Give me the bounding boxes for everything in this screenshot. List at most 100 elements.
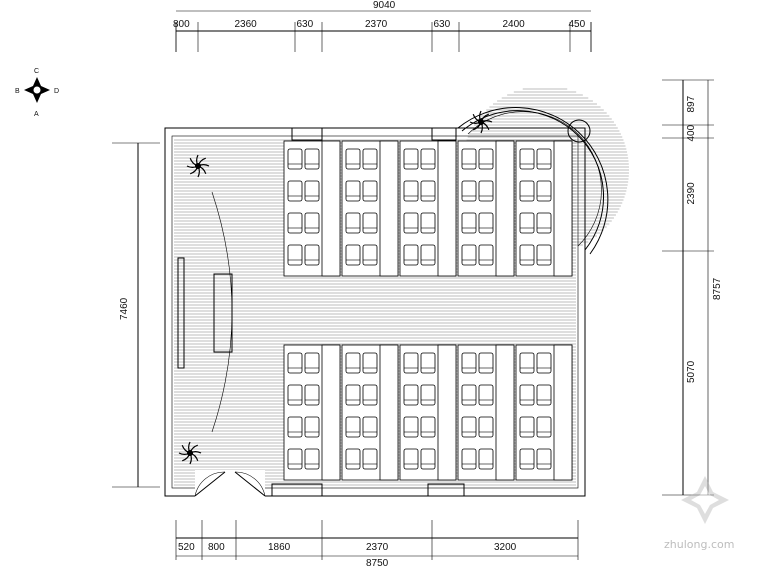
plant-icon	[178, 441, 202, 465]
chair-icon	[536, 212, 552, 234]
chair-icon	[519, 448, 535, 470]
chair-icon	[345, 416, 361, 438]
chair-icon	[536, 416, 552, 438]
chair-icon	[403, 148, 419, 170]
blackboard	[177, 257, 185, 369]
bottom-segment-label: 3200	[494, 542, 517, 553]
round-table-icon	[567, 119, 591, 143]
right-total-label: 8757	[712, 277, 723, 300]
chair-icon	[345, 448, 361, 470]
chair-icon	[519, 352, 535, 374]
desk	[379, 344, 399, 481]
zhulong-logo	[681, 476, 729, 524]
desk	[321, 140, 341, 277]
chair-icon	[536, 352, 552, 374]
compass-north: C	[34, 68, 39, 75]
bottom-total-label: 8750	[366, 558, 389, 569]
chair-icon	[420, 212, 436, 234]
chair-icon	[478, 148, 494, 170]
chair-icon	[345, 148, 361, 170]
chair-icon	[287, 180, 303, 202]
right-segment-label: 5070	[686, 360, 697, 383]
chair-icon	[461, 148, 477, 170]
chair-icon	[461, 244, 477, 266]
lectern	[213, 273, 233, 353]
chair-icon	[287, 244, 303, 266]
round-room-outer-wall	[457, 107, 609, 255]
desk	[379, 140, 399, 277]
chair-icon	[461, 448, 477, 470]
chair-icon	[403, 416, 419, 438]
right-segment-label: 400	[686, 124, 697, 141]
bottom-segment-label: 800	[208, 542, 225, 553]
chair-icon	[345, 212, 361, 234]
top-segment-label: 800	[173, 19, 190, 30]
chair-icon	[345, 352, 361, 374]
top-total-label: 9040	[373, 0, 396, 11]
desk	[437, 140, 457, 277]
desk	[553, 344, 573, 481]
chair-icon	[478, 384, 494, 406]
chair-icon	[420, 352, 436, 374]
chair-icon	[461, 352, 477, 374]
chair-icon	[478, 448, 494, 470]
room-outer-wall	[164, 127, 586, 497]
chair-icon	[420, 416, 436, 438]
chair-icon	[287, 416, 303, 438]
top-segment-label: 630	[434, 19, 451, 30]
top-segment-label: 450	[569, 19, 586, 30]
chair-icon	[403, 212, 419, 234]
bottom-segment-label: 520	[178, 542, 195, 553]
chair-icon	[461, 416, 477, 438]
round-room-inner-wall	[461, 110, 604, 251]
chair-icon	[461, 212, 477, 234]
chair-icon	[304, 448, 320, 470]
chair-icon	[403, 180, 419, 202]
chair-icon	[536, 384, 552, 406]
chair-icon	[304, 244, 320, 266]
chair-icon	[362, 448, 378, 470]
left-dimension: 7460	[112, 142, 160, 488]
desk	[553, 140, 573, 277]
chair-icon	[461, 384, 477, 406]
desk	[437, 344, 457, 481]
desk	[495, 344, 515, 481]
chair-icon	[461, 180, 477, 202]
chair-icon	[403, 352, 419, 374]
desk	[321, 344, 341, 481]
compass-east: D	[54, 88, 59, 95]
chair-icon	[304, 416, 320, 438]
top-segment-label: 2370	[365, 19, 388, 30]
chair-icon	[362, 352, 378, 374]
column-top-1	[291, 127, 323, 141]
chair-icon	[362, 212, 378, 234]
chair-icon	[304, 148, 320, 170]
chair-icon	[304, 352, 320, 374]
chair-icon	[420, 180, 436, 202]
chair-icon	[287, 352, 303, 374]
chair-icon	[420, 384, 436, 406]
bottom-segment-label: 1860	[268, 542, 291, 553]
chair-icon	[403, 244, 419, 266]
chair-icon	[519, 180, 535, 202]
chair-icon	[478, 212, 494, 234]
column-bottom-1	[271, 483, 323, 497]
chair-icon	[345, 244, 361, 266]
round-room-window-line	[467, 111, 602, 247]
chair-icon	[536, 148, 552, 170]
chair-icon	[345, 384, 361, 406]
chair-icon	[519, 244, 535, 266]
chair-icon	[362, 244, 378, 266]
chair-icon	[287, 448, 303, 470]
chair-icon	[362, 148, 378, 170]
chair-icon	[304, 212, 320, 234]
chair-icon	[519, 416, 535, 438]
chair-icon	[345, 180, 361, 202]
left-height-label: 7460	[119, 297, 130, 320]
column-top-2	[431, 127, 457, 141]
compass-west: B	[15, 88, 20, 95]
chair-icon	[287, 148, 303, 170]
podium-arc	[211, 191, 233, 433]
